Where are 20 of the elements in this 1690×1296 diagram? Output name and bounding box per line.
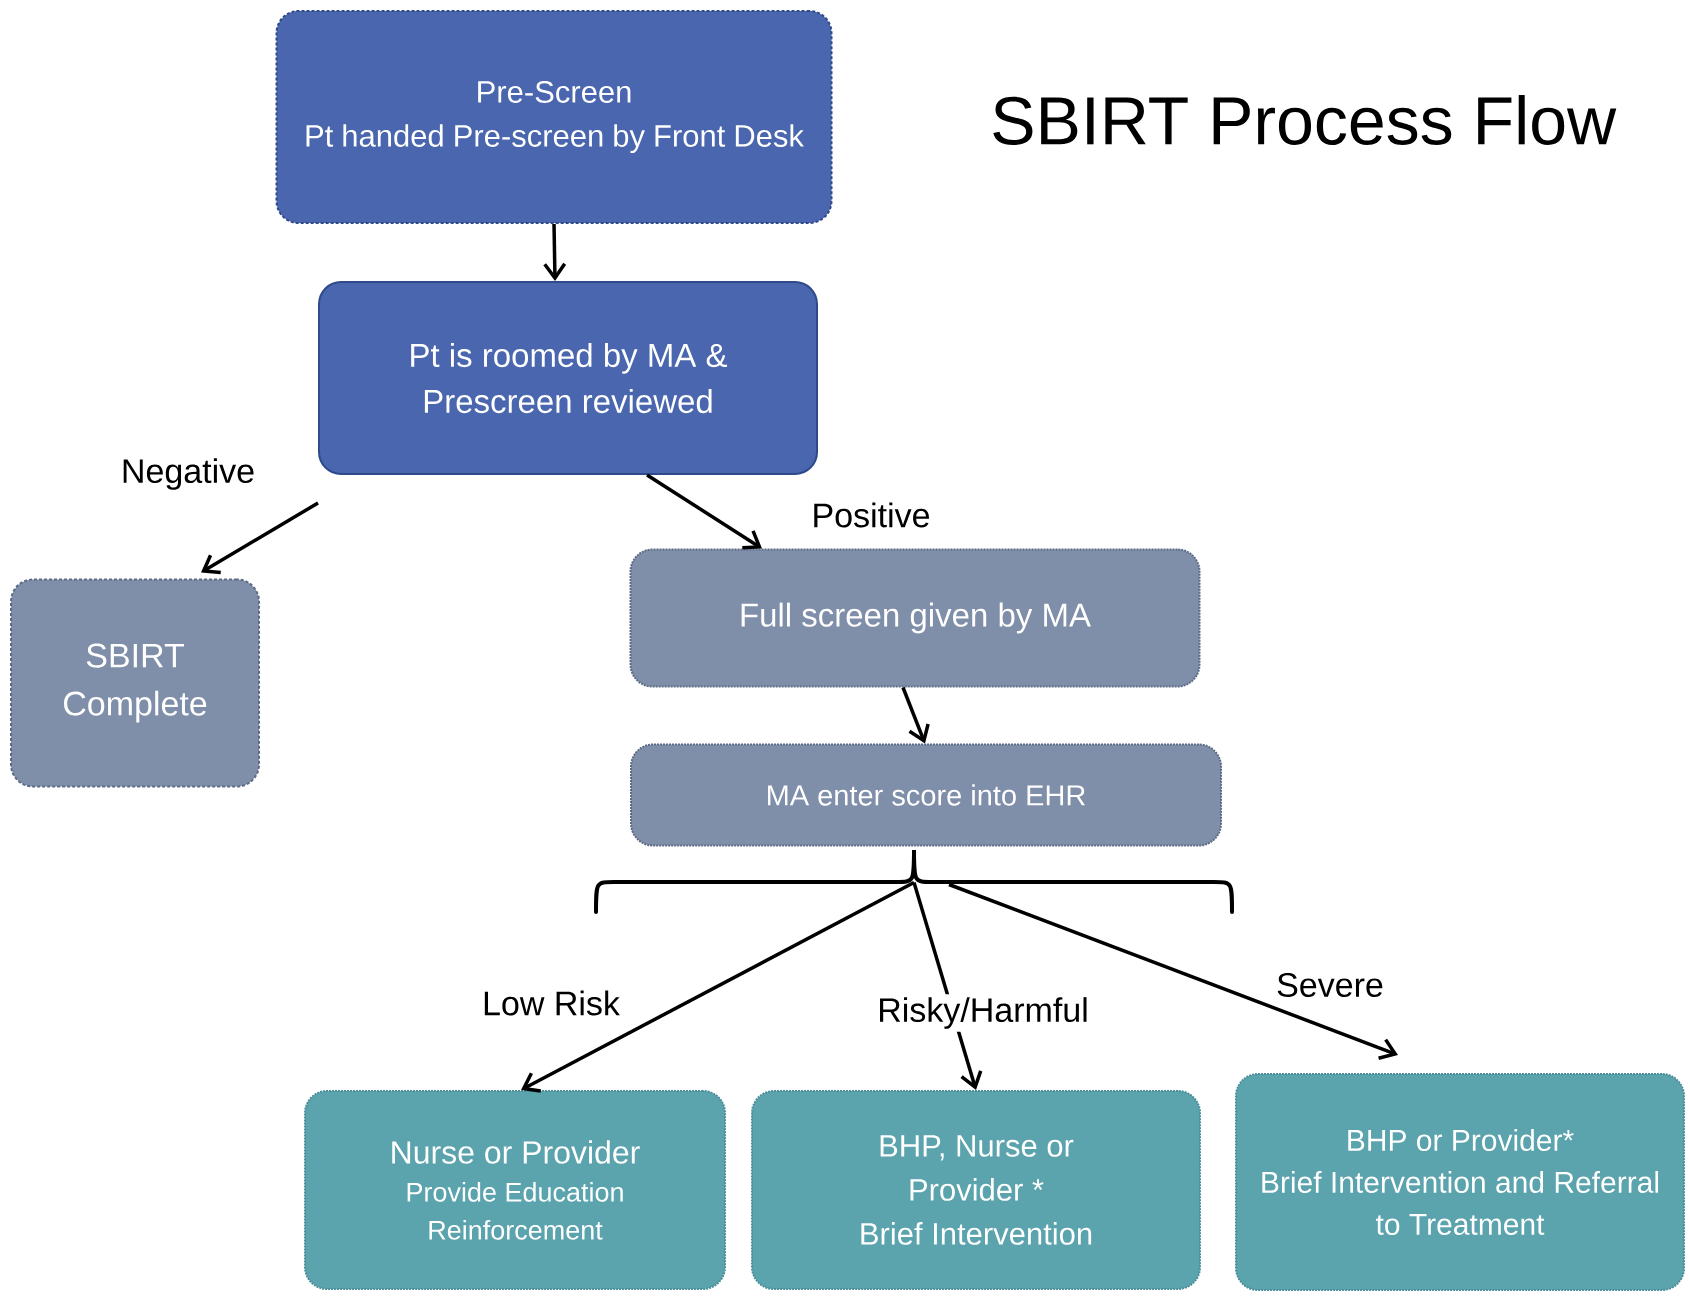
process-box: SBIRT Complete bbox=[10, 578, 260, 788]
arrow bbox=[646, 473, 762, 550]
arrow bbox=[201, 501, 319, 575]
process-box: BHP, Nurse or Provider * Brief Intervention bbox=[751, 1090, 1201, 1290]
arrow bbox=[948, 882, 1398, 1060]
edge-label: Positive bbox=[808, 499, 934, 531]
process-box: Nurse or Provider Provide Education Reinforcement bbox=[304, 1090, 726, 1290]
edge-label: Risky/Harmful bbox=[874, 994, 1092, 1032]
edge-label: Negative bbox=[117, 455, 259, 493]
title: SBIRT Process Flow bbox=[993, 95, 1617, 145]
arrow bbox=[901, 686, 930, 744]
edge-label: Low Risk bbox=[479, 987, 623, 1019]
process-box: MA enter score into EHR bbox=[630, 743, 1222, 847]
process-box: BHP or Provider* Brief Intervention and Referral to Treatment bbox=[1235, 1073, 1685, 1291]
process-box: Full screen given by MA bbox=[629, 548, 1201, 688]
arrow bbox=[521, 880, 915, 1093]
edge-label: Severe bbox=[1273, 969, 1387, 1001]
process-box: Pre-Screen Pt handed Pre-screen by Front Desk bbox=[275, 10, 833, 224]
arrow bbox=[543, 223, 567, 281]
process-box: Pt is roomed by MA & Prescreen reviewed bbox=[318, 281, 818, 475]
